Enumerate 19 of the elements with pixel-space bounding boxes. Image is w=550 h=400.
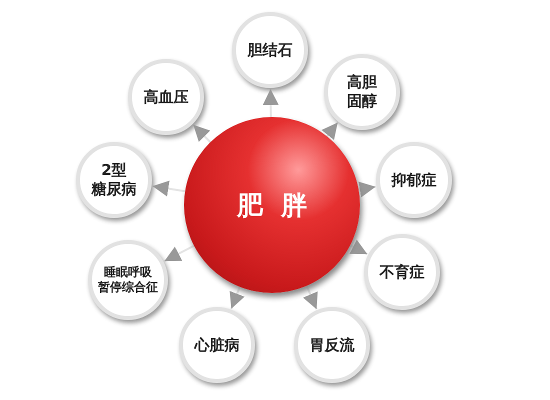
disease-circle: 抑郁症	[376, 142, 452, 218]
disease-circle: 2型糖尿病	[76, 142, 152, 218]
arrow	[152, 180, 186, 196]
center-circle: 肥胖	[184, 117, 360, 293]
arrow	[321, 122, 338, 140]
disease-circle: 高血压	[128, 59, 204, 135]
disease-circle: 不育症	[364, 234, 440, 310]
disease-circle: 睡眠呼吸暂停综合征	[88, 240, 168, 320]
arrow	[230, 286, 245, 310]
arrow	[358, 182, 376, 198]
disease-circle: 胆结石	[232, 12, 308, 88]
arrow	[349, 240, 368, 255]
arrow	[192, 124, 212, 143]
arrow	[302, 286, 318, 310]
arrow	[262, 88, 279, 118]
disease-circle: 心脏病	[179, 307, 255, 383]
disease-circle: 胃反流	[294, 307, 370, 383]
arrow	[164, 244, 194, 262]
disease-circle: 高胆固醇	[324, 54, 400, 130]
